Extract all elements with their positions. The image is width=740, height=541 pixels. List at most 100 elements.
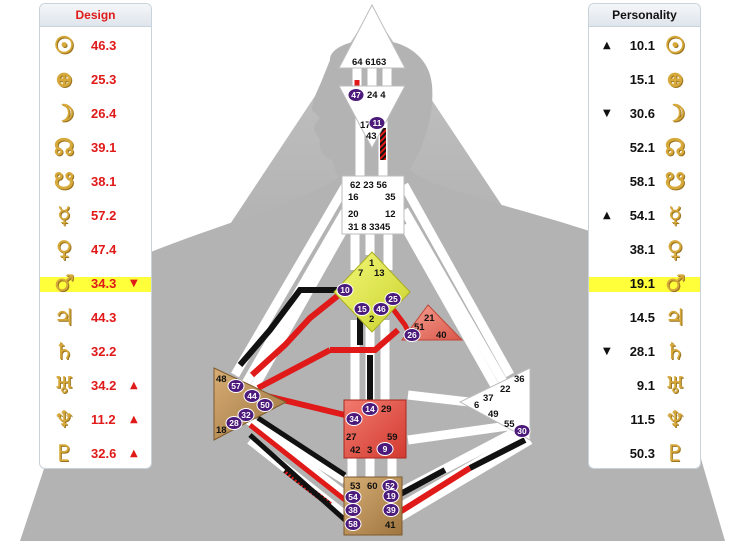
uranus-icon: ♅ [53, 372, 75, 399]
direction-arrow-icon: ▲ [130, 448, 138, 459]
gate-line-value: 26.4 [91, 106, 117, 121]
gate-badge-14 [361, 402, 379, 416]
gate-badge-label: 52 [385, 481, 395, 491]
gate-badge-57 [227, 379, 245, 393]
pluto-icon: ♇ [664, 440, 686, 467]
gate-badge-30 [513, 424, 531, 438]
gate-48: 48 [216, 374, 227, 385]
gate-22: 22 [500, 384, 511, 395]
design-row-uranus: ♅ 34.2 ▲ [40, 372, 151, 399]
personality-row-mars: ♂ 19.1 [589, 270, 700, 297]
gate-line-value: 19.1 [629, 276, 655, 291]
gate-badge-25 [384, 292, 402, 306]
personality-row-south-node: ☋58.1 [589, 170, 700, 194]
personality-row-uranus: ♅9.1 [589, 374, 700, 398]
gate-2: 2 [369, 314, 374, 325]
gate-badge-58 [344, 517, 362, 531]
venus-icon: ♀ [666, 236, 684, 263]
solar-plexus-center [458, 367, 531, 441]
jupiter-icon: ♃ [664, 304, 686, 331]
gate-badge-label: 30 [517, 426, 527, 436]
throat-row3: 20 [348, 209, 359, 220]
gate-badge-50 [256, 398, 274, 412]
moon-icon: ☽ [53, 100, 75, 127]
design-row-south-node: ☋38.1 [40, 168, 151, 195]
gate-badge-34 [345, 412, 363, 426]
gate-badge-label: 28 [229, 418, 239, 428]
personality-row-mercury: ☿54.1▲ [589, 204, 700, 228]
earth-icon: ⊕ [54, 66, 74, 93]
mars-icon: ♂ [53, 270, 75, 297]
gate-badge-label: 26 [407, 330, 417, 340]
direction-arrow-icon: ▲ [603, 40, 611, 51]
gate-badge-label: 50 [260, 400, 270, 410]
gate-3: 3 [367, 445, 372, 456]
gate-41: 41 [385, 520, 396, 531]
throat-row2-right: 35 [385, 192, 396, 203]
gate-badge-label: 34 [349, 414, 359, 424]
throat-row4: 31 8 3345 [348, 222, 391, 233]
design-row-north-node: ☊39.1 [40, 136, 151, 160]
gate-badge-label: 58 [348, 519, 358, 529]
direction-arrow-icon: ▲ [130, 380, 138, 391]
gate-60: 60 [367, 481, 378, 492]
gate-59: 59 [387, 432, 398, 443]
saturn-icon: ♄ [53, 338, 75, 365]
gate-badge-label: 46 [376, 304, 386, 314]
gate-line-value: 57.2 [91, 208, 117, 223]
gate-line-value: 52.1 [629, 140, 655, 155]
venus-icon: ♀ [55, 236, 73, 263]
gate-27: 27 [346, 432, 357, 443]
direction-arrow-icon: ▼ [603, 346, 611, 357]
design-row-mercury: ☿57.2 [40, 204, 151, 228]
gate-badge-38 [344, 503, 362, 517]
pluto-icon: ♇ [53, 440, 75, 467]
gate-line-value: 50.3 [629, 446, 655, 461]
throat-row1: 62 23 56 [350, 180, 387, 191]
gate-line-value: 11.5 [630, 412, 655, 427]
gate-badge-32 [237, 408, 255, 422]
gate-42: 42 [350, 445, 361, 456]
design-row-sun: ☉46.3 [40, 32, 151, 59]
gate-badge-label: 10 [340, 285, 350, 295]
sun-icon: ☉ [53, 32, 75, 59]
earth-icon: ⊕ [665, 66, 685, 93]
gate-badge-39 [382, 503, 400, 517]
gate-badge-label: 9 [383, 444, 388, 454]
mars-icon: ♂ [664, 270, 686, 297]
gate-line-value: 30.6 [629, 106, 655, 121]
throat-row2: 16 [348, 192, 359, 203]
gate-line-value: 9.1 [636, 378, 655, 393]
gate-37: 37 [483, 393, 494, 404]
gate-badge-label: 25 [388, 294, 398, 304]
personality-row-jupiter: ♃14.5 [589, 304, 700, 331]
gate-line-value: 34.2 [91, 378, 117, 393]
direction-arrow-icon: ▼ [130, 278, 138, 289]
north-node-icon: ☊ [664, 134, 686, 161]
gate-line-value: 32.6 [91, 446, 117, 461]
gate-29: 29 [381, 404, 392, 415]
gate-line-value: 58.1 [629, 174, 655, 189]
gate-6: 6 [474, 400, 479, 411]
south-node-icon: ☋ [53, 168, 75, 195]
gate-line-value: 44.3 [91, 310, 117, 325]
gate-badge-15 [353, 302, 371, 316]
gate-17: 17 [360, 120, 371, 131]
throat-center [341, 175, 405, 235]
gate-1: 1 [369, 258, 375, 269]
saturn-icon: ♄ [664, 338, 686, 365]
jupiter-icon: ♃ [53, 304, 75, 331]
design-row-earth: ⊕25.3 [40, 66, 151, 93]
ajna-gates: 24 4 [367, 90, 386, 101]
gate-badge-26 [403, 328, 421, 342]
gate-49: 49 [488, 409, 499, 420]
gate-18: 18 [216, 425, 227, 436]
throat-row3-right: 12 [385, 209, 396, 220]
gate-line-value: 34.3 [91, 276, 117, 291]
gate-badge-10 [336, 283, 354, 297]
moon-icon: ☽ [664, 100, 686, 127]
gate-badge-label: 54 [348, 492, 358, 502]
personality-title: Personality [589, 4, 700, 27]
gate-badge-label: 32 [241, 410, 251, 420]
